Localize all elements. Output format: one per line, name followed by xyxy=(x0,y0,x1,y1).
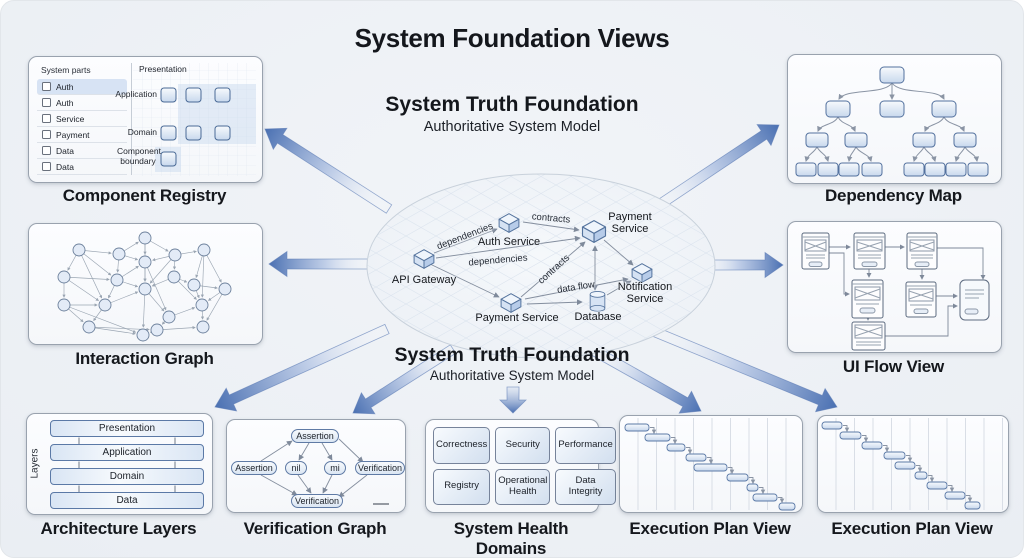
gantt-b xyxy=(820,418,1006,510)
list-item: Data xyxy=(37,143,127,159)
health-cell-registry: Registry xyxy=(433,468,491,505)
system-truth-map xyxy=(366,173,716,359)
page-title: System Foundation Views xyxy=(354,23,670,53)
ui-flow-diagram xyxy=(801,232,990,351)
list-item-label: Auth xyxy=(56,81,74,92)
ui-flow-screens xyxy=(801,232,990,351)
layer-presentation: Presentation xyxy=(50,420,204,437)
arrow-to-dependency-map xyxy=(649,124,780,214)
list-item: Payment xyxy=(37,127,127,143)
list-item-label: Service xyxy=(56,113,85,124)
execution-plan-b-panel xyxy=(817,415,1009,513)
component-matrix xyxy=(133,63,256,176)
vnode-mi: mi xyxy=(324,461,346,475)
layer-connectors xyxy=(78,437,176,492)
arrow-to-execution-plan-b xyxy=(650,325,838,413)
checkbox-icon xyxy=(42,146,51,155)
list-item: Auth xyxy=(37,95,127,111)
arrow-to-interaction-graph xyxy=(268,250,374,278)
foundation-ellipse-grid xyxy=(366,173,716,359)
list-item: Auth xyxy=(37,79,127,95)
dependency-tree-nodes xyxy=(795,66,989,177)
wireframe-screen xyxy=(905,281,937,318)
caption-subheading: Authoritative System Model xyxy=(429,368,595,383)
arrow-to-health-domains xyxy=(499,386,527,414)
layer-application: Application xyxy=(50,444,204,461)
ui-flow-label: UI Flow View xyxy=(842,357,945,376)
ui-flow-panel xyxy=(787,221,1002,353)
list-item-label: Data xyxy=(56,161,74,172)
execution-plan-a-label: Execution Plan View xyxy=(629,519,791,538)
caption-heading: System Truth Foundation xyxy=(394,344,630,366)
gantt-bars xyxy=(821,421,981,510)
list-item-label: Payment xyxy=(56,129,90,140)
health-domains-panel: Correctness Security Performance Registr… xyxy=(425,419,616,513)
health-cell-data-integrity: Data Integrity xyxy=(555,468,616,505)
architecture-layers-panel: Layers Presentation Application Domain D… xyxy=(26,413,213,515)
health-cell-security: Security xyxy=(495,427,551,464)
dependency-map-panel xyxy=(787,54,1002,184)
execution-plan-b-label: Execution Plan View xyxy=(831,519,993,538)
checkbox-icon xyxy=(42,114,51,123)
execution-plan-a-panel xyxy=(619,415,803,513)
interaction-network xyxy=(57,231,232,342)
health-cell-performance: Performance xyxy=(555,427,616,464)
health-cell-correctness: Correctness xyxy=(433,427,491,464)
map-edges xyxy=(429,221,634,306)
health-cell-operational-health: Operational Health xyxy=(495,468,551,505)
dependency-tree-edges xyxy=(804,82,980,163)
verification-graph-label: Verification Graph xyxy=(243,519,387,538)
layer-domain: Domain xyxy=(50,468,204,485)
arrow-to-architecture-layers xyxy=(214,323,390,412)
arrow-to-component-registry xyxy=(264,127,393,214)
matrix-row-presentation: Presentation xyxy=(139,64,187,74)
gantt-a xyxy=(622,418,800,511)
checkbox-icon xyxy=(42,98,51,107)
system-parts-header: System parts xyxy=(41,65,91,75)
database-icon xyxy=(589,291,606,312)
dependency-tree xyxy=(795,66,989,177)
list-item-label: Data xyxy=(56,145,74,156)
checkbox-icon xyxy=(42,82,51,91)
architecture-layers-label: Architecture Layers xyxy=(40,519,197,538)
arrow-to-verification-graph xyxy=(352,344,457,415)
interaction-graph-panel xyxy=(28,223,263,345)
checkbox-icon xyxy=(42,162,51,171)
wireframe-screen xyxy=(801,232,830,270)
vnode-assertion-top: Assertion xyxy=(291,429,339,443)
dependency-map-label: Dependency Map xyxy=(824,186,962,205)
interaction-graph xyxy=(57,231,232,342)
wireframe-screen xyxy=(853,232,886,270)
detail-card xyxy=(959,279,990,321)
list-item-label: Auth xyxy=(56,97,74,108)
center-heading: System Truth Foundation xyxy=(385,93,639,116)
center-subheading: Authoritative System Model xyxy=(423,119,601,135)
vnode-verification-right: Verification xyxy=(355,461,405,475)
list-item: Service xyxy=(37,111,127,127)
layer-data: Data xyxy=(50,492,204,509)
system-parts-list: System parts Auth Auth Service Payment D… xyxy=(37,63,127,175)
vnode-assertion-left: Assertion xyxy=(231,461,277,475)
component-registry-label: Component Registry xyxy=(62,186,227,205)
checkbox-icon xyxy=(42,130,51,139)
list-item: Data xyxy=(37,159,127,175)
matrix-row-domain: Domain xyxy=(127,127,157,137)
health-grid: Correctness Security Performance Registr… xyxy=(433,427,616,505)
verification-edges xyxy=(260,438,389,505)
matrix-row-application: Application xyxy=(115,89,157,99)
interaction-graph-label: Interaction Graph xyxy=(75,349,214,368)
arrow-to-execution-plan-a xyxy=(587,344,702,414)
wireframe-screen xyxy=(906,232,938,270)
vnode-nil: nil xyxy=(285,461,307,475)
matrix-row-component-boundary: Component boundary xyxy=(117,146,161,166)
gantt-bars xyxy=(624,423,796,511)
component-registry-panel: System parts Auth Auth Service Payment D… xyxy=(28,56,263,183)
verification-graph-panel: Assertion Assertion nil mi Verification … xyxy=(226,419,406,513)
vnode-verification-bottom: Verification xyxy=(291,494,343,508)
list-divider xyxy=(131,63,132,175)
health-domains-label: System Health Domains xyxy=(453,519,569,558)
wireframe-screen xyxy=(851,321,886,351)
wireframe-screen xyxy=(851,279,884,319)
